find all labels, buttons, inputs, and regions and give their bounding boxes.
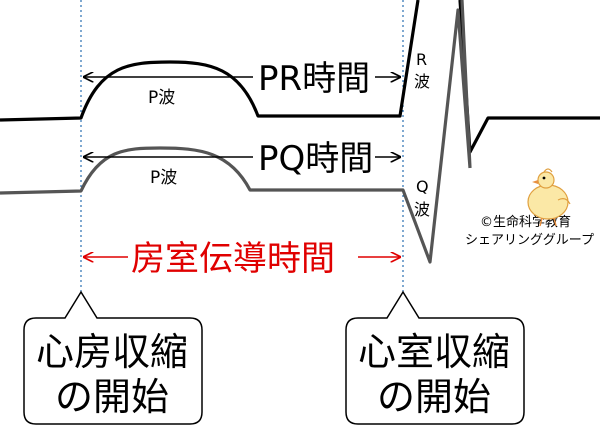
pq-interval-label: PQ時間 xyxy=(258,139,373,179)
p-wave-label-top: P波 xyxy=(148,88,175,108)
callout-ventricular-line2: の開始 xyxy=(377,375,491,419)
ecg-trace-bottom xyxy=(0,0,472,264)
q-wave-char: 波 xyxy=(414,200,430,219)
r-wave-letter: R xyxy=(416,50,427,69)
callout-atrial-line2: の開始 xyxy=(55,375,169,419)
callout-ventricular xyxy=(345,290,525,425)
callout-ventricular-line1: 心室収縮 xyxy=(358,330,510,374)
credit-line-2: シェアリンググループ xyxy=(465,233,594,248)
av-conduction-label: 房室伝導時間 xyxy=(131,239,335,279)
p-wave-label-bottom: P波 xyxy=(150,168,177,188)
pr-interval-label: PR時間 xyxy=(258,59,370,99)
callout-atrial xyxy=(23,290,203,425)
chick-mascot-icon xyxy=(527,168,571,227)
callout-atrial-line1: 心房収縮 xyxy=(36,330,188,374)
q-wave-letter: Q xyxy=(416,177,429,196)
r-wave-char: 波 xyxy=(414,72,430,91)
